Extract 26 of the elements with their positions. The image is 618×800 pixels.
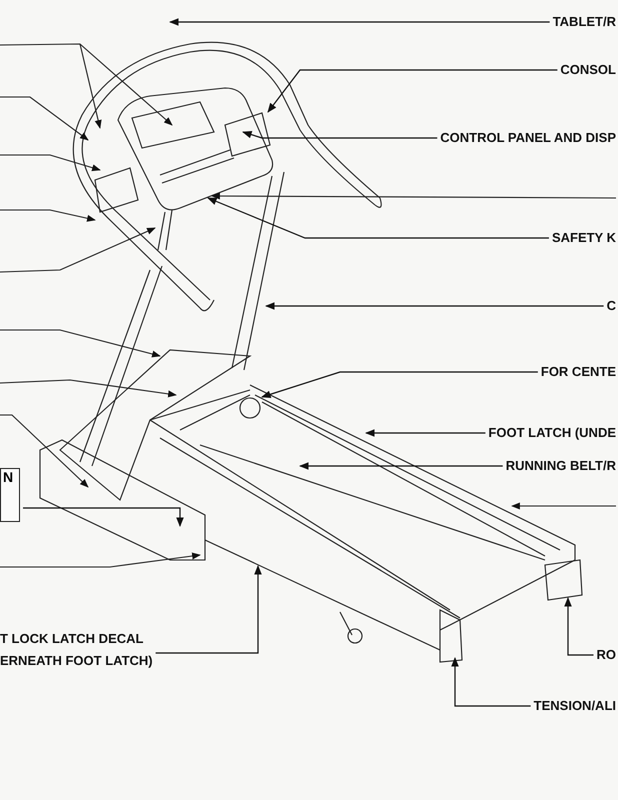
leader-line bbox=[261, 371, 538, 398]
part-label: FOOT LATCH (UNDE bbox=[488, 424, 616, 442]
part-label: CONTROL PANEL AND DISP bbox=[440, 129, 616, 147]
leader-line bbox=[365, 429, 486, 437]
decal-text: N bbox=[2, 469, 14, 485]
part-label: CONSOL bbox=[560, 61, 616, 79]
leader-line bbox=[156, 565, 262, 654]
part-label: TABLET/R bbox=[552, 13, 616, 31]
leader-line bbox=[564, 597, 594, 656]
part-label: ERNEATH FOOT LATCH) bbox=[0, 652, 153, 670]
leader-line bbox=[169, 18, 550, 26]
leader-line bbox=[299, 462, 503, 470]
part-label: RO bbox=[596, 646, 616, 664]
leader-line bbox=[23, 507, 184, 527]
leader-line bbox=[265, 302, 604, 310]
part-label: T LOCK LATCH DECAL bbox=[0, 630, 144, 648]
part-label: RUNNING BELT/R bbox=[506, 457, 616, 475]
part-label: TENSION/ALI bbox=[534, 697, 616, 715]
part-label: SAFETY K bbox=[552, 229, 616, 247]
part-label: FOR CENTE bbox=[540, 363, 616, 381]
part-label: C bbox=[606, 297, 616, 315]
warning-decal bbox=[0, 468, 20, 522]
leader-line bbox=[267, 69, 558, 113]
leader-line bbox=[451, 657, 531, 707]
leader-line bbox=[207, 197, 549, 239]
leader-line bbox=[242, 130, 438, 139]
